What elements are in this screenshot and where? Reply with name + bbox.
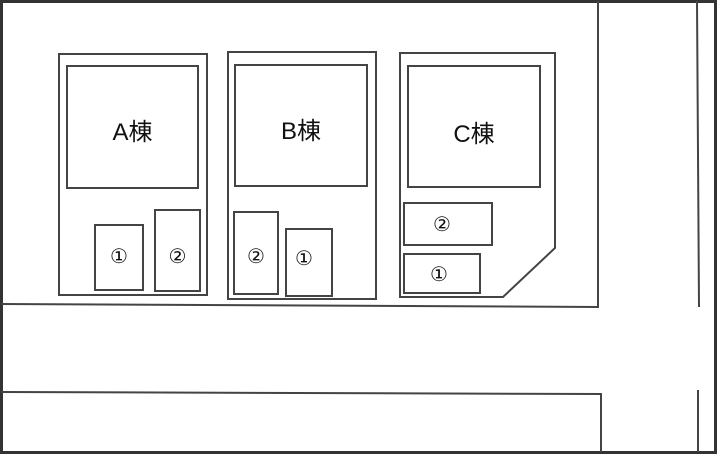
parking-a-1-label: ①: [110, 244, 128, 268]
building-a-footprint: [66, 65, 199, 189]
parking-b-2-label: ②: [247, 244, 265, 268]
parking-a-1: [94, 224, 144, 291]
road-edge-lower: [0, 391, 602, 452]
parking-b-2: [233, 211, 279, 295]
parking-b-1: [285, 228, 333, 297]
building-b-footprint: [234, 64, 368, 187]
building-c-label: C棟: [453, 121, 495, 148]
road-edge-upper: [0, 1, 599, 309]
parking-c-2-label: ②: [433, 212, 451, 236]
lot-b-boundary: [227, 51, 377, 300]
lot-a-boundary: [58, 53, 208, 296]
parking-c-1-label: ①: [430, 262, 448, 286]
outer-frame: [0, 0, 717, 454]
building-c-footprint: [407, 65, 541, 188]
building-a-label: A棟: [112, 119, 153, 146]
road-edge-right-upper: [696, 0, 700, 308]
parking-c-1: [403, 253, 481, 294]
parking-a-2-label: ②: [168, 244, 187, 268]
parking-b-1-label: ①: [295, 246, 313, 270]
lot-c-boundary: [399, 52, 556, 298]
parking-c-2: [403, 202, 493, 246]
parking-a-2: [154, 209, 201, 292]
building-b-label: B棟: [280, 118, 321, 145]
